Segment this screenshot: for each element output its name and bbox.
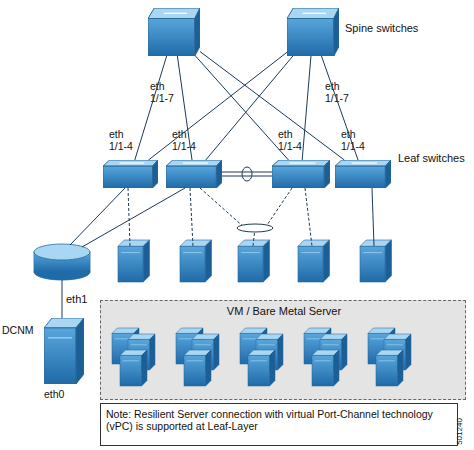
server-link — [372, 188, 374, 246]
switch-symbol — [103, 160, 158, 188]
text-label: Spine switches — [345, 22, 418, 35]
server-link — [253, 228, 255, 246]
peer-link — [222, 172, 272, 176]
server-symbol — [238, 240, 270, 282]
fabric-link — [200, 52, 344, 160]
port-label: eth0 — [44, 388, 64, 400]
port-label: DCNM — [2, 324, 34, 336]
router-link — [82, 188, 185, 247]
dcnm-server: DCNMeth0 — [44, 318, 84, 384]
server-symbol — [360, 240, 392, 282]
spine-switch: eth 1/1-7 — [148, 8, 200, 56]
switch-symbol — [272, 160, 330, 188]
switch-symbol — [287, 8, 339, 56]
text-label: Leaf switches — [398, 152, 465, 165]
port-label: eth 1/1-4 — [109, 128, 141, 152]
leaf-switch: eth 1/1-4 — [272, 160, 330, 188]
port-label: eth 1/1-7 — [150, 80, 184, 104]
fabric-link — [195, 56, 288, 160]
vpc-bundle — [237, 224, 273, 232]
port-label: eth 1/1-7 — [325, 80, 359, 104]
server-symbol — [44, 318, 84, 384]
router-dcnm-link — [62, 280, 63, 318]
leaf-switch: eth 1/1-4 — [103, 160, 158, 188]
fabric-link — [148, 52, 287, 160]
vm-stack — [240, 328, 283, 386]
server-link — [305, 188, 312, 246]
switch-symbol — [166, 160, 222, 188]
fabric-link — [135, 56, 167, 160]
server-link — [265, 188, 292, 228]
port-label: eth 1/1-4 — [172, 128, 204, 152]
note-text: Note: Resilient Server connection with v… — [106, 408, 454, 432]
spine-switch: eth 1/1-7 — [287, 8, 339, 56]
text-label: eth1 — [66, 293, 87, 306]
leaf-switch: eth 1/1-4 — [335, 160, 391, 188]
group-title: VM / Bare Metal Server — [101, 305, 467, 317]
port-label: eth 1/1-4 — [341, 128, 373, 152]
server-link — [128, 188, 130, 246]
peer-link-bundle — [242, 167, 252, 181]
note-box: Note: Resilient Server connection with v… — [100, 403, 458, 446]
server-symbol — [180, 240, 212, 282]
vm-stack — [112, 328, 155, 386]
server-link — [190, 188, 193, 246]
fabric-link — [206, 56, 293, 160]
switch-symbol — [335, 160, 391, 188]
fabric-link — [177, 56, 192, 160]
leaf-switch: eth 1/1-4 — [166, 160, 222, 188]
port-label: eth 1/1-4 — [278, 128, 310, 152]
router-link — [70, 188, 125, 245]
server-link — [200, 188, 245, 228]
server-symbol — [118, 240, 150, 282]
vm-stack — [176, 328, 219, 386]
fabric-link — [321, 56, 358, 160]
vm-stack — [368, 328, 411, 386]
router-symbol — [34, 244, 90, 280]
server-symbol — [298, 240, 330, 282]
switch-symbol — [148, 8, 200, 56]
vm-group-band: VM / Bare Metal Server — [100, 300, 466, 400]
vm-stack — [304, 328, 347, 386]
fabric-link — [302, 56, 311, 160]
